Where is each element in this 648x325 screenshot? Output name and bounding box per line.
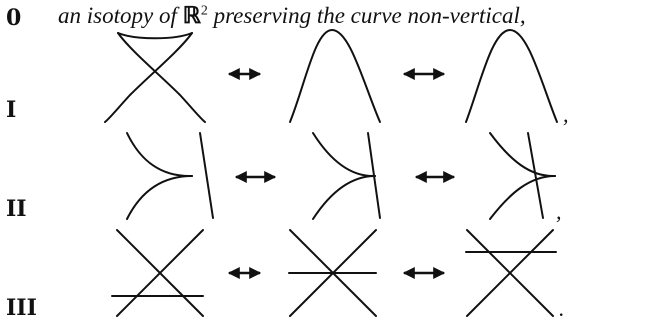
move-label-I: I xyxy=(6,97,17,123)
move-I-terminator: , xyxy=(563,102,569,127)
space-exponent: 2 xyxy=(200,3,208,19)
move-I-left-curve xyxy=(104,32,206,123)
move-III-terminator: . xyxy=(559,296,565,321)
move-I-right-curve xyxy=(465,29,558,123)
move-III-diagram xyxy=(111,229,557,317)
move-I-diagram xyxy=(104,29,558,123)
move-II-right-curves xyxy=(489,132,556,220)
move-III-middle-lines xyxy=(288,229,377,317)
move-III-right-lines xyxy=(465,229,557,317)
move-III-left-lines xyxy=(111,229,204,317)
statement-suffix: preserving the curve non-vertical, xyxy=(213,3,526,28)
move-label-III: III xyxy=(6,295,37,321)
statement-prefix: an isotopy of xyxy=(58,3,177,28)
move-II-middle-curves xyxy=(312,132,381,220)
move-label-0: 0 xyxy=(6,5,22,31)
move-0-statement: an isotopy of ℝ2 preserving the curve no… xyxy=(58,3,526,28)
move-label-II: II xyxy=(6,196,27,222)
move-II-left-curves xyxy=(126,132,214,220)
space-symbol: ℝ xyxy=(182,3,201,28)
move-II-diagram xyxy=(126,132,556,220)
move-I-middle-curve xyxy=(289,29,381,123)
move-II-terminator: , xyxy=(556,199,562,224)
